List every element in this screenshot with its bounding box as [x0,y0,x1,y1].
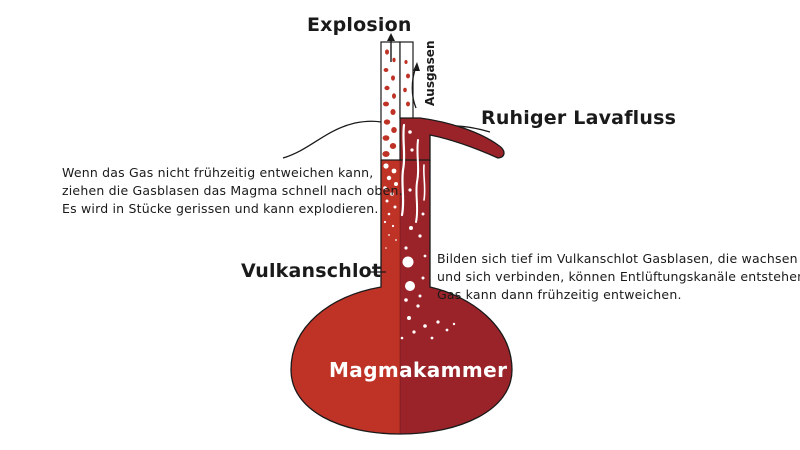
text-effusive-description: Bilden sich tief im Vulkanschlot Gasblas… [437,250,800,304]
label-conduit: Vulkanschlot [241,260,382,282]
text-line: Es wird in Stücke gerissen und kann expl… [62,201,379,216]
gas-bubbles-right [400,123,456,340]
label-explosion: Explosion [307,14,412,36]
label-magma-chamber: Magmakammer [329,358,508,382]
text-explosive-description: Wenn das Gas nicht frühzeitig entweichen… [62,164,403,218]
outgassing-arrow [411,62,420,109]
text-line: Gas kann dann frühzeitig entweichen. [437,287,682,302]
label-outgassing: Ausgasen [423,40,437,106]
text-line: Wenn das Gas nicht frühzeitig entweichen… [62,165,374,180]
explosion-arrow [387,33,395,62]
magma-fragments [382,49,410,157]
gas-bubbles-left [383,163,398,249]
lava-flow-channel [397,117,505,161]
text-line: ziehen die Gasblasen das Magma schnell n… [62,183,403,198]
text-line: Bilden sich tief im Vulkanschlot Gasblas… [437,251,798,266]
vent-column [399,41,414,119]
label-lava-flow: Ruhiger Lavafluss [481,107,677,129]
text-line: und sich verbinden, können Entlüftungska… [437,269,800,284]
